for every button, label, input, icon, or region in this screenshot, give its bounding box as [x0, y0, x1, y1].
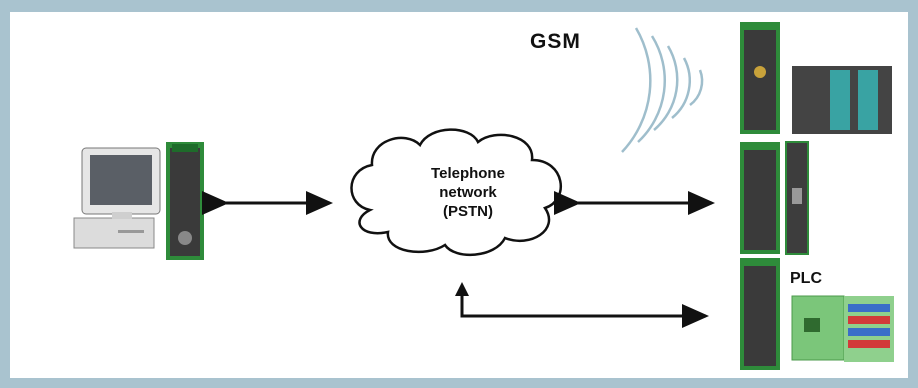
gsm-label: GSM [530, 30, 581, 53]
plc-label: PLC [790, 270, 822, 287]
plc-icon [791, 295, 894, 362]
cloud-label-line1: Telephone [431, 165, 505, 182]
antenna-waves-icon [621, 27, 704, 153]
arrow-icon [460, 292, 709, 328]
gsm-modem-icon [740, 22, 892, 134]
computer-icon [73, 147, 161, 249]
cloud-label-line3: (PSTN) [443, 203, 493, 220]
modem-icon [740, 258, 780, 370]
modem-icon [740, 141, 809, 255]
cloud-label-line2: network [439, 184, 497, 201]
modem-icon [166, 142, 204, 260]
cloud-icon [350, 128, 562, 257]
cloud-label: Telephone network (PSTN) [398, 164, 538, 221]
